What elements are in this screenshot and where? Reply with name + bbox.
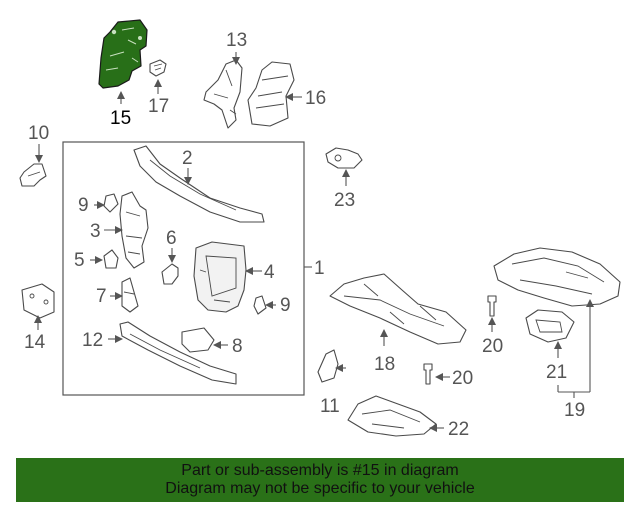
callout-5[interactable]: 5	[74, 250, 85, 271]
callout-11[interactable]: 11	[320, 396, 340, 417]
callout-7[interactable]: 7	[96, 286, 107, 307]
callout-12[interactable]: 12	[82, 330, 103, 351]
callout-14[interactable]: 14	[24, 332, 46, 353]
callout-19[interactable]: 19	[564, 400, 585, 421]
callout-20-center[interactable]: 20	[452, 368, 473, 389]
callout-10[interactable]: 10	[28, 123, 49, 144]
part-16-duct[interactable]	[247, 61, 295, 127]
callout-23[interactable]: 23	[334, 190, 355, 211]
callout-13[interactable]: 13	[226, 30, 247, 51]
callout-15[interactable]: 15	[110, 108, 131, 129]
part-9-right-clip[interactable]	[253, 295, 267, 315]
part-20-bolt-center[interactable]	[423, 363, 433, 385]
callout-17[interactable]: 17	[148, 96, 169, 117]
part-4-side-support[interactable]	[193, 241, 247, 313]
callout-4[interactable]: 4	[264, 262, 275, 283]
callout-1[interactable]: 1	[314, 258, 325, 279]
callout-16[interactable]: 16	[305, 88, 326, 109]
part-20-bolt-right[interactable]	[487, 295, 497, 317]
part-7-bracket[interactable]	[121, 277, 139, 313]
part-13-bracket[interactable]	[203, 59, 243, 129]
callout-21[interactable]: 21	[546, 362, 567, 383]
callout-9-left[interactable]: 9	[78, 195, 89, 216]
part-9-left-clip[interactable]	[103, 193, 119, 213]
part-21-plate[interactable]	[525, 309, 575, 343]
callout-3[interactable]: 3	[90, 221, 101, 242]
banner-line-disclaimer: Diagram may not be specific to your vehi…	[165, 480, 475, 497]
part-3-side-panel[interactable]	[119, 191, 149, 269]
part-11-bracket[interactable]	[317, 349, 339, 383]
part-8-bracket[interactable]	[181, 327, 215, 353]
part-2-upper-tie-bar[interactable]	[133, 145, 265, 223]
info-banner-bg	[16, 458, 624, 502]
callout-22[interactable]: 22	[448, 419, 469, 440]
part-15-highlighted[interactable]	[98, 19, 148, 89]
callout-8[interactable]: 8	[232, 336, 243, 357]
part-19-under-tray[interactable]	[493, 247, 621, 307]
part-17-clip[interactable]	[149, 59, 167, 77]
callout-2[interactable]: 2	[182, 148, 193, 169]
part-12-lower-tie-bar[interactable]	[119, 321, 237, 385]
part-22-cover[interactable]	[347, 395, 437, 437]
banner-line-part-info: Part or sub-assembly is #15 in diagram	[181, 462, 459, 479]
part-15-shape	[98, 19, 148, 89]
part-10-bracket[interactable]	[19, 163, 47, 187]
part-5-bracket[interactable]	[103, 249, 119, 269]
part-23-sensor[interactable]	[325, 147, 363, 169]
part-6-bracket[interactable]	[161, 263, 179, 285]
info-banner: Part or sub-assembly is #15 in diagram D…	[16, 458, 624, 502]
callout-9-right[interactable]: 9	[280, 295, 291, 316]
callout-20-right[interactable]: 20	[482, 336, 503, 357]
part-18-subframe[interactable]	[329, 273, 467, 345]
callout-6[interactable]: 6	[166, 228, 177, 249]
part-14-plate[interactable]	[21, 283, 55, 319]
callout-18[interactable]: 18	[374, 354, 395, 375]
assembly-frame-box	[62, 141, 305, 396]
